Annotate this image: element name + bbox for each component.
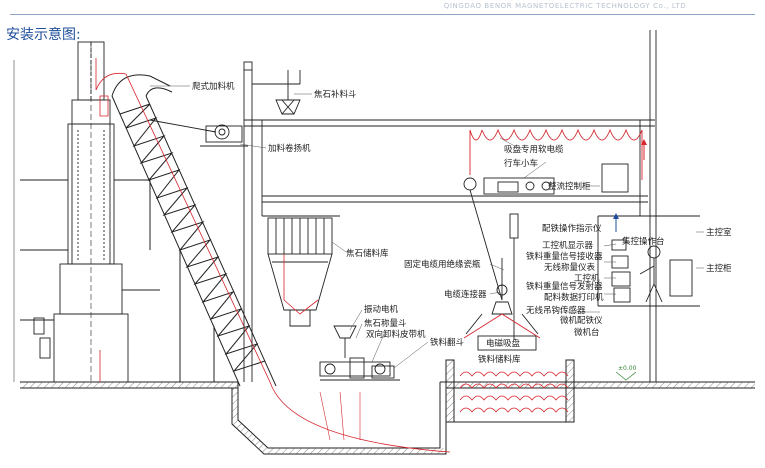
iron-scrap-pile [459,371,569,413]
label-wireless-meter: 无线称量仪表 [544,262,596,273]
label-connector: 电缆连接器 [444,289,487,300]
label-rectifier-cabinet: 整流控制柜 [548,181,591,192]
rectifier-cabinet-shape [601,163,629,193]
label-vibration-motor: 振动电机 [364,304,399,315]
magnet-chuck [465,258,539,351]
label-climbing-feeder: 爬式加料机 [192,81,235,92]
label-desk: 微机台 [574,327,600,338]
label-indicator: 配铁操作指示仪 [542,223,602,234]
label-soft-cable: 吸盘专用软电缆 [504,144,564,155]
label-belt: 双向卸料皮带机 [366,329,426,340]
building-frame [243,30,657,382]
control-room [597,215,700,307]
label-coke-hopper-scale: 焦石称量斗 [364,318,407,329]
leader-lines [150,85,704,369]
scale-and-belt [319,325,400,381]
coke-storage-bin [262,215,340,327]
label-hoist: 加料卷扬机 [268,143,311,154]
furnace-tower [13,41,160,383]
label-console: 集控操作台 [622,236,665,247]
label-magnet: 电磁吸盘 [486,338,521,349]
label-level-mark: ±0.00 [618,365,637,372]
skip-track-red [95,58,451,453]
hoist-machine [149,119,248,147]
label-main-cabinet: 主控柜 [706,263,732,274]
page-header: QINGDAO BENOR MAGNETOELECTRIC TECHNOLOGY… [0,0,765,16]
label-batching-meter: 微机配铁仪 [560,315,603,326]
label-ipc-display: 工控机显示器 [542,240,594,251]
label-printer: 配料数据打印机 [544,292,604,303]
level-marker [615,371,637,381]
label-main-room: 主控室 [706,227,732,238]
ground-structure [20,359,755,455]
label-weight-transmitter: 铁料重量信号发射器 [526,281,603,292]
lifting-sling-red [463,313,541,339]
label-iron-storage: 铁料储料库 [478,354,521,365]
soft-cable [469,128,643,180]
label-ipc: 工控机 [574,273,600,284]
label-hook-sensor: 无线吊钩传感器 [526,305,586,316]
page-title: 安装示意图: [6,27,81,43]
label-coke-storage: 焦石储料库 [346,248,389,259]
skip-bridge [111,74,277,387]
label-trolley: 行车小车 [504,158,538,169]
company-name: QINGDAO BENOR MAGNETOELECTRIC TECHNOLOGY… [443,2,687,10]
iron-feed-red [319,391,361,441]
label-insulator: 固定电缆用绝缘瓷瓶 [404,259,481,270]
trolley [463,177,555,301]
label-iron-hopper: 铁料翻斗 [430,337,465,348]
feed-chute-red [283,254,319,315]
coke-feed-hopper [275,70,301,115]
label-signal-receiver: 铁料重量信号接收器 [526,251,603,262]
header-divider [10,14,755,15]
label-coke-hopper: 焦石补料斗 [314,89,357,100]
